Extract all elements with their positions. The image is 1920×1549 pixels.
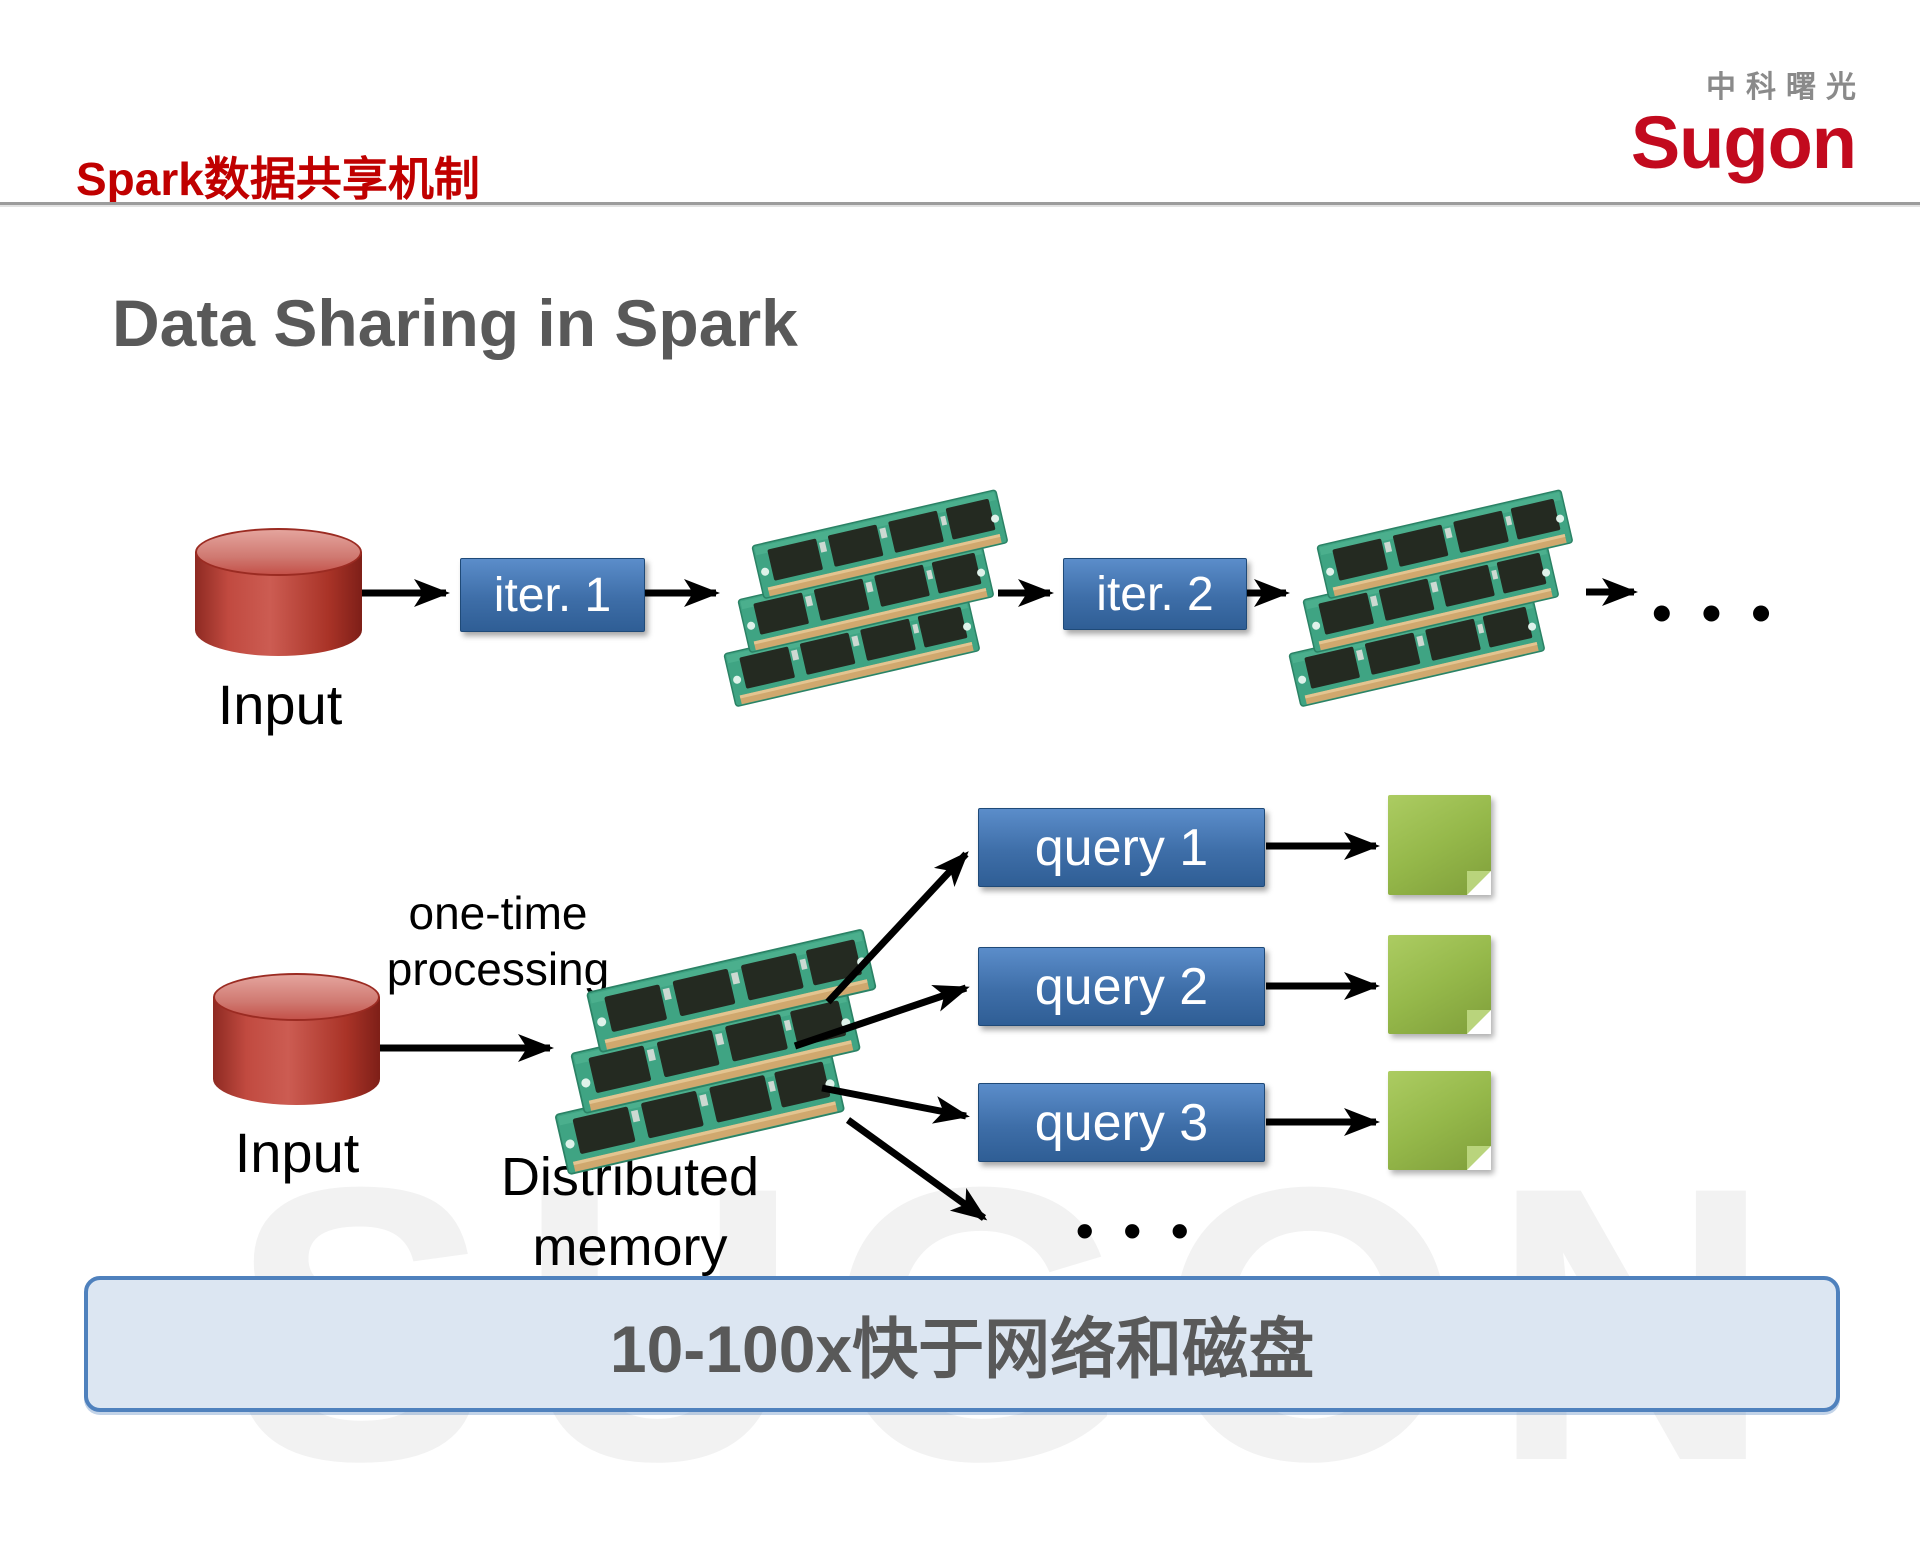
result-note-1	[1388, 795, 1491, 895]
result-note-2	[1388, 935, 1491, 1034]
iter1-box: iter. 1	[460, 558, 645, 632]
input-database-cylinder-top	[195, 528, 362, 656]
cylinder-top	[195, 528, 362, 576]
header-divider-light	[0, 205, 1920, 207]
cylinder-top	[213, 973, 380, 1021]
logo-chinese-text: 中科曙光	[1706, 71, 1866, 104]
ellipsis-dots-bottom: •••	[1076, 1203, 1219, 1259]
query3-box: query 3	[978, 1083, 1265, 1162]
input-database-cylinder-bottom	[213, 973, 380, 1105]
input-label-bottom: Input	[234, 1121, 360, 1184]
speedup-banner: 10-100x快于网络和磁盘	[84, 1276, 1840, 1412]
query1-box: query 1	[978, 808, 1265, 887]
speedup-banner-text: 10-100x快于网络和磁盘	[609, 1312, 1315, 1386]
iter2-box: iter. 2	[1063, 558, 1247, 630]
query2-box: query 2	[978, 947, 1265, 1026]
ellipsis-dots-top: •••	[1652, 581, 1801, 644]
sugon-logo: 中科曙光 Sugon	[1630, 62, 1857, 184]
result-note-3	[1388, 1071, 1491, 1170]
slide-title: Spark数据共享机制	[76, 153, 480, 205]
header-divider	[0, 202, 1920, 205]
page-title: Data Sharing in Spark	[112, 286, 798, 360]
one-time-processing-label: one-time processing	[386, 887, 610, 996]
logo-wordmark: Sugon	[1630, 101, 1857, 184]
input-label-top: Input	[217, 673, 343, 736]
flow-arrows	[362, 578, 1638, 1221]
